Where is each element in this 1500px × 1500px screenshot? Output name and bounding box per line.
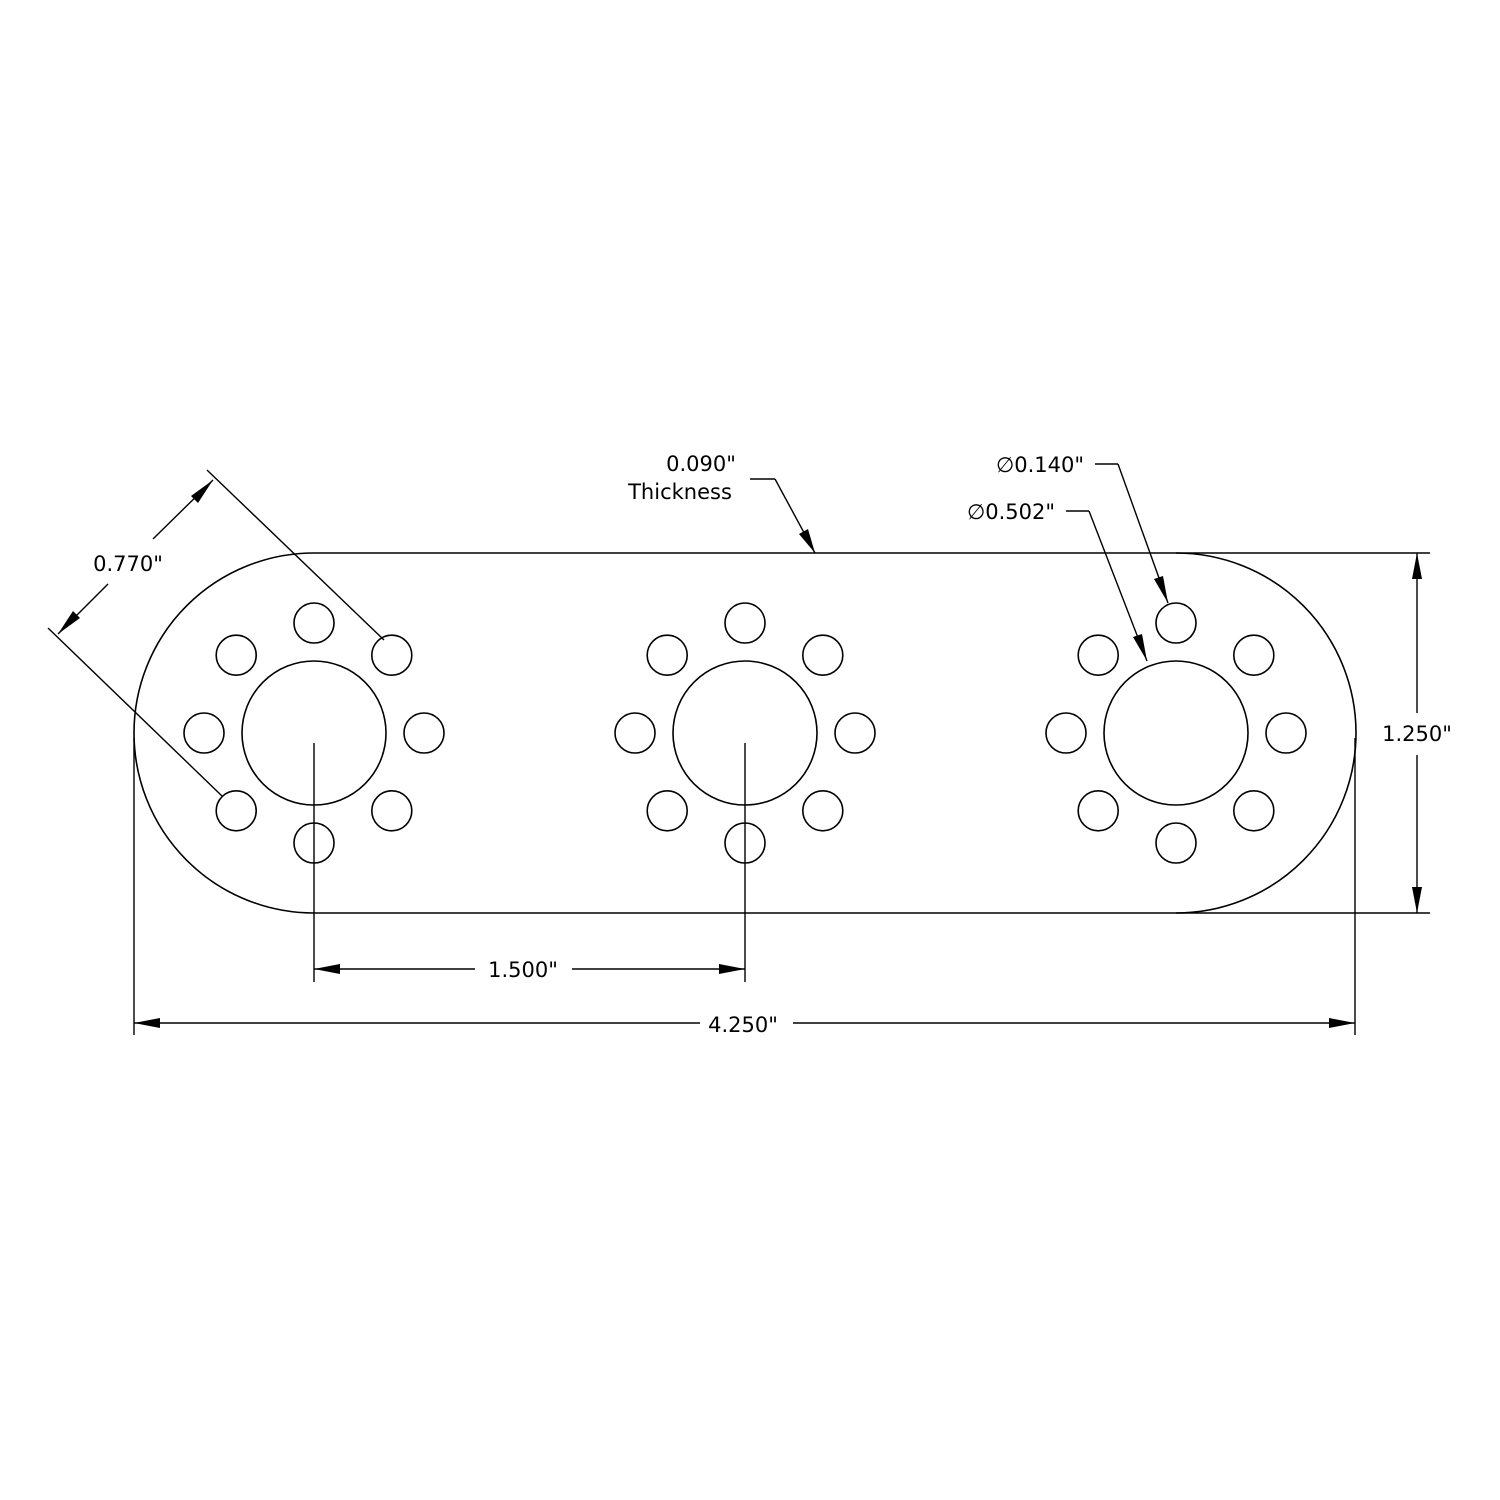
- bolt-hole: [801, 634, 844, 677]
- bolt-circle-dimension: 0.770": [47, 469, 385, 797]
- height-label: 1.250": [1382, 722, 1452, 746]
- small-hole-callout: ∅0.140": [996, 453, 1169, 604]
- bolt-hole: [614, 712, 656, 754]
- bolt-hole: [403, 712, 445, 754]
- hole-pattern-right: [1045, 602, 1307, 864]
- bolt-hole: [724, 602, 766, 644]
- overall-length-label: 4.250": [708, 1013, 778, 1037]
- hole-spacing-dimension: 1.500": [314, 958, 745, 982]
- thickness-callout: 0.090" Thickness: [627, 452, 816, 554]
- thickness-label: Thickness: [627, 480, 732, 504]
- bolt-hole: [1265, 712, 1307, 754]
- thickness-value: 0.090": [666, 452, 736, 476]
- overall-length-dimension: 4.250": [133, 738, 1356, 1037]
- bolt-hole: [293, 602, 335, 644]
- bolt-hole: [646, 789, 689, 832]
- bolt-hole: [1233, 789, 1275, 832]
- bolt-hole: [370, 789, 413, 832]
- bolt-hole: [1155, 822, 1197, 864]
- height-dimension: 1.250": [1176, 552, 1452, 914]
- bolt-circle-label: 0.770": [93, 552, 163, 576]
- bolt-hole: [370, 634, 413, 677]
- bolt-hole: [834, 712, 876, 754]
- bolt-hole: [215, 789, 257, 832]
- small-hole-diameter-label: ∅0.140": [996, 453, 1084, 477]
- center-hole: [1103, 660, 1249, 806]
- bolt-hole: [801, 789, 844, 832]
- bolt-hole: [183, 712, 225, 754]
- bolt-hole: [1077, 789, 1119, 832]
- bolt-hole: [1045, 712, 1087, 754]
- bolt-hole: [215, 634, 257, 677]
- hole-spacing-label: 1.500": [488, 958, 558, 982]
- center-hole-callout: ∅0.502": [967, 500, 1148, 662]
- bolt-hole: [646, 634, 689, 677]
- bolt-hole: [1155, 602, 1197, 644]
- bolt-hole: [1077, 634, 1119, 677]
- center-hole-diameter-label: ∅0.502": [967, 500, 1055, 524]
- bolt-hole: [1233, 634, 1275, 677]
